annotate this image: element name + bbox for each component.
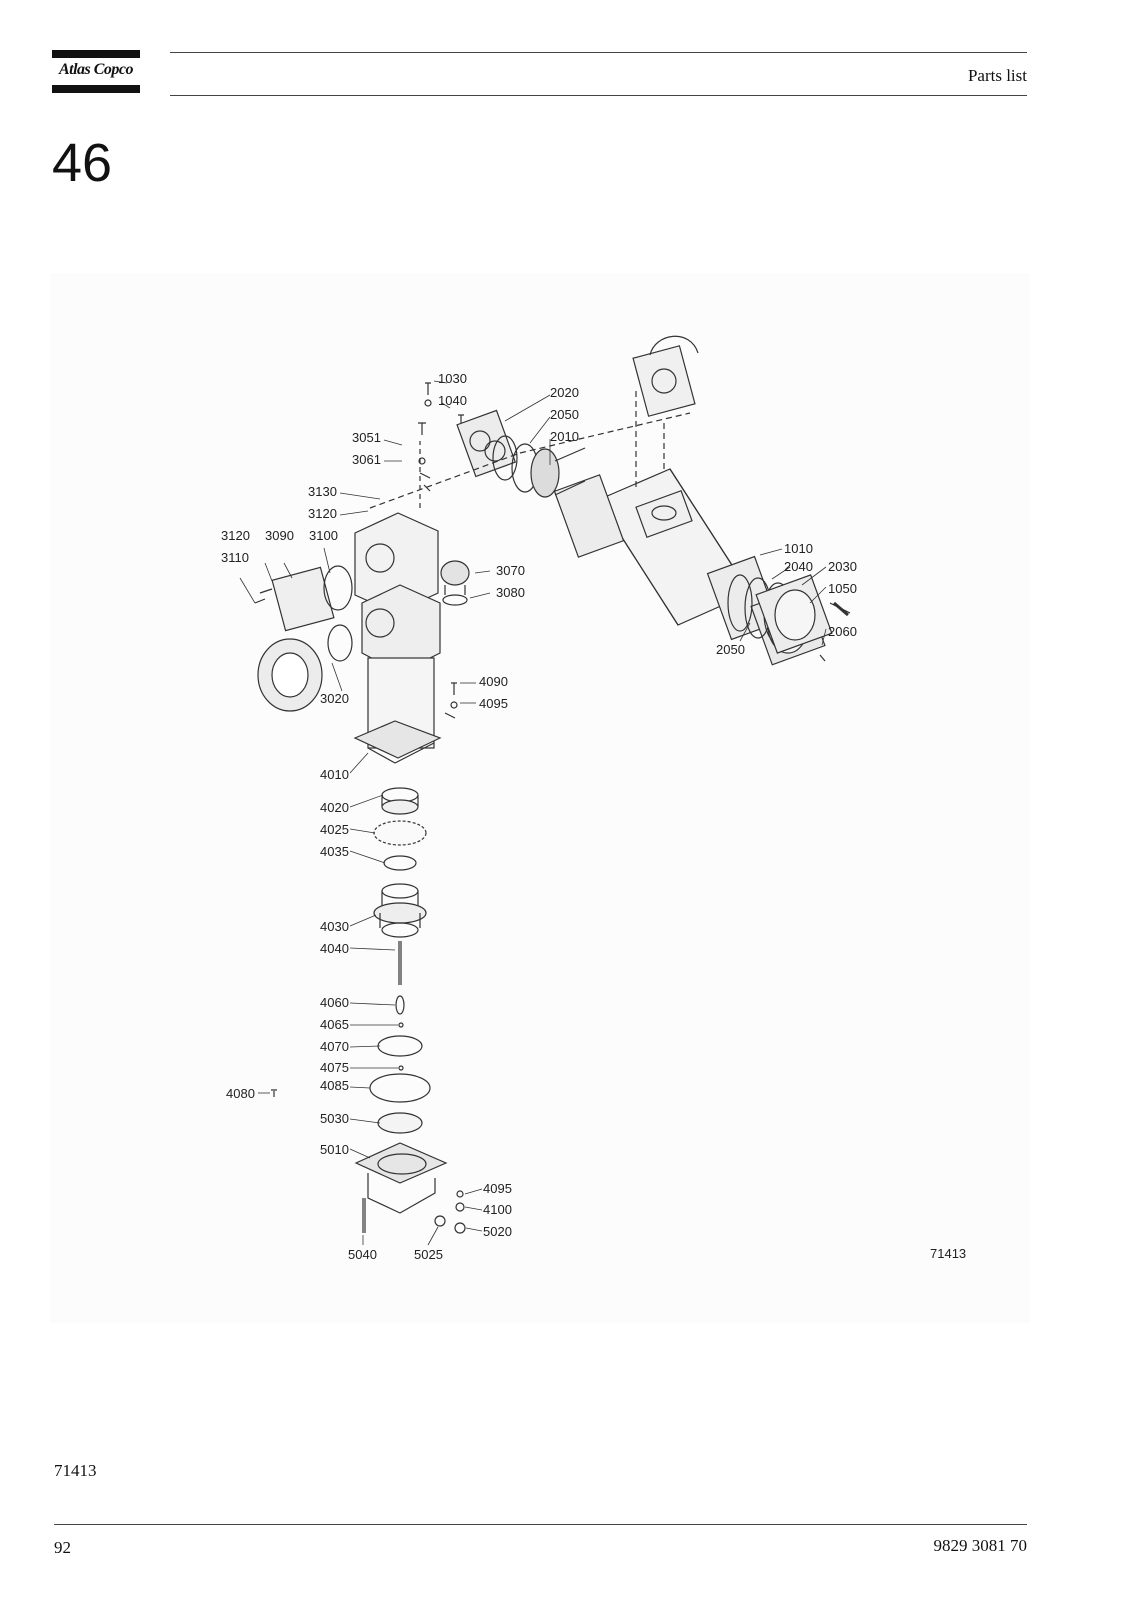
callout-label: 4020 (320, 800, 349, 815)
callout-label: 3090 (265, 528, 294, 543)
page-number: 92 (54, 1538, 71, 1557)
callout-label: 5040 (348, 1247, 377, 1262)
callout-label: 4025 (320, 822, 349, 837)
callout-label: 2050 (550, 407, 579, 422)
callout-label: 4090 (479, 674, 508, 689)
end-cover-assembly (727, 574, 851, 662)
hardware (418, 382, 849, 719)
callout-label: 4030 (320, 919, 349, 934)
callout-label: 2040 (784, 559, 813, 574)
callout-label: 2030 (828, 559, 857, 574)
callout-label: 3080 (496, 585, 525, 600)
logo-text: Atlas Copco (58, 61, 134, 78)
separator-housing (353, 441, 521, 764)
callout-label: 1010 (784, 541, 813, 556)
callout-label: 5030 (320, 1111, 349, 1126)
callout-label: 1030 (438, 371, 467, 386)
callout-label: 3130 (308, 484, 337, 499)
callout-label: 4070 (320, 1039, 349, 1054)
callout-label: 3070 (496, 563, 525, 578)
header-rule-top (170, 52, 1027, 53)
callout-label: 2050 (716, 642, 745, 657)
callout-label: 3020 (320, 691, 349, 706)
flange-2020 (456, 409, 586, 498)
callout-label: 3120 (308, 506, 337, 521)
callout-label: 3120 (221, 528, 250, 543)
logo-bar-bottom (52, 85, 140, 93)
callout-label: 5025 (414, 1247, 443, 1262)
callout-label: 4080 (226, 1086, 255, 1101)
callout-label: 1040 (438, 393, 467, 408)
callout-label: 4040 (320, 941, 349, 956)
callout-label: 2020 (550, 385, 579, 400)
callout-label: 1050 (828, 581, 857, 596)
callout-label: 5010 (320, 1142, 349, 1157)
page-title: Parts list (967, 66, 1027, 85)
callout-label: 4035 (320, 844, 349, 859)
exploded-parts-drawing: 1030 1040 2020 2050 2010 3051 3061 3130 … (50, 273, 1030, 1323)
callout-label: 3100 (309, 528, 338, 543)
callout-label: 4095 (483, 1181, 512, 1196)
callout-label: 3051 (352, 430, 381, 445)
figure-reference: 71413 (54, 1461, 97, 1480)
atlas-copco-logo: Atlas Copco (52, 50, 140, 94)
callout-label: 5020 (483, 1224, 512, 1239)
callout-label: 3110 (221, 550, 249, 565)
callout-label: 4060 (320, 995, 349, 1010)
callout-label: 2060 (828, 624, 857, 639)
callout-label: 4065 (320, 1017, 349, 1032)
section-number: 46 (52, 133, 113, 193)
logo-bar-top (52, 50, 140, 58)
side-covers (254, 565, 353, 712)
callout-label: 2010 (550, 429, 579, 444)
callout-label: 4010 (320, 767, 349, 782)
lower-stack (271, 787, 466, 1234)
footer-rule (54, 1524, 1027, 1525)
leader-lines (239, 380, 827, 1246)
figure-code: 71413 (930, 1246, 966, 1261)
callout-label: 4100 (483, 1202, 512, 1217)
callout-label: 4095 (479, 696, 508, 711)
header-rule-bottom (170, 95, 1027, 96)
callout-label: 4075 (320, 1060, 349, 1075)
callout-label: 3061 (352, 452, 381, 467)
document-number: 9829 3081 70 (933, 1536, 1028, 1555)
callout-label: 4085 (320, 1078, 349, 1093)
